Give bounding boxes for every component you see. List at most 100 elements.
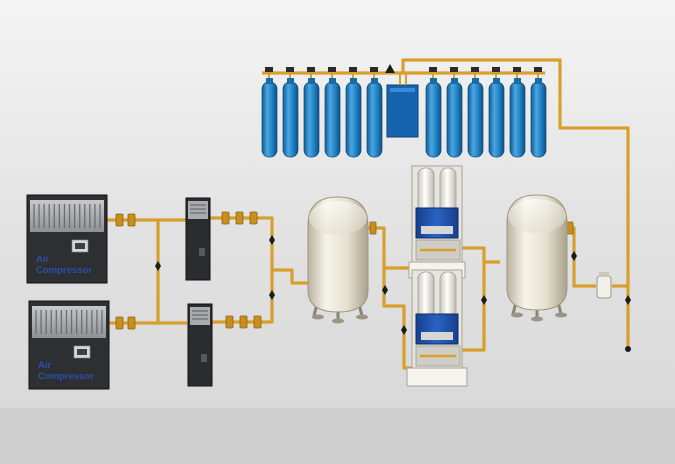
filter-fitting xyxy=(127,316,136,330)
psa-generator-lower xyxy=(406,269,468,387)
cylinder-neck xyxy=(535,78,542,84)
oxygen-cylinder xyxy=(303,67,320,158)
cylinder-body xyxy=(345,81,362,158)
cylinder-neck xyxy=(472,78,479,84)
cylinder-neck xyxy=(266,78,273,84)
cylinder-body xyxy=(324,81,341,158)
cylinder-valve-icon xyxy=(513,67,521,72)
generator-skid xyxy=(406,367,468,387)
cylinder-neck xyxy=(287,78,294,84)
dryer-vent-lines xyxy=(190,204,206,214)
tank-foot xyxy=(511,312,523,318)
air-compressor-2: Air Compressor xyxy=(28,300,110,390)
cylinder-body xyxy=(488,81,505,158)
air-compressor-1: Air Compressor xyxy=(26,194,108,284)
cylinder-valve-icon xyxy=(328,67,336,72)
filter-fitting xyxy=(239,315,248,329)
dryer-switch xyxy=(199,248,205,256)
oxygen-tank-valve-icon xyxy=(571,251,577,261)
dryer-switch xyxy=(201,354,207,362)
oxygen-cylinder xyxy=(488,67,505,158)
oxygen-cylinder xyxy=(425,67,442,158)
compressor-label-line2: Compressor xyxy=(36,265,92,276)
tank-foot xyxy=(531,316,543,322)
filter-fitting xyxy=(127,213,136,227)
oxygen-cylinder xyxy=(282,67,299,158)
cylinder-neck xyxy=(430,78,437,84)
generator-panel xyxy=(421,332,453,340)
compressor-label-line2: Compressor xyxy=(38,371,94,382)
tank-foot xyxy=(356,314,368,320)
generator2-inlet-valve-icon xyxy=(401,325,407,335)
cylinder-valve-icon xyxy=(429,67,437,72)
filter-fitting xyxy=(253,315,262,329)
tank-foot xyxy=(312,314,324,320)
cylinder-neck xyxy=(308,78,315,84)
inline-filters xyxy=(115,211,574,330)
cylinder-valve-icon xyxy=(471,67,479,72)
oxygen-outlet-filter xyxy=(596,272,612,299)
air-dryer-1 xyxy=(185,197,211,281)
manifold-box-pipe xyxy=(399,73,407,85)
cylinder-body xyxy=(446,81,463,158)
oxygen-cylinder-bank xyxy=(261,67,547,158)
dryer-vent xyxy=(188,201,208,219)
pipe-valves xyxy=(155,235,631,352)
oxygen-cylinder xyxy=(446,67,463,158)
cylinder-body xyxy=(261,81,278,158)
dryer1-outlet-pipe xyxy=(210,216,308,285)
outlet-endpoint-icon xyxy=(625,346,631,352)
manifold-control-box xyxy=(386,84,419,138)
tank-foot xyxy=(555,312,567,318)
tank-dome-highlight xyxy=(508,199,566,233)
air-receiver-tank xyxy=(307,196,369,324)
crossover-valve-icon xyxy=(155,261,161,271)
manifold-valve-icon xyxy=(385,64,395,73)
cylinder-body xyxy=(425,81,442,158)
airtank-valve-icon xyxy=(382,285,388,295)
compressor-display xyxy=(77,349,87,355)
generator1-outlet-pipe xyxy=(458,246,500,264)
oxygen-cylinder xyxy=(509,67,526,158)
oxygen-outlet-line xyxy=(401,58,630,348)
manifold-box-highlight xyxy=(390,88,415,92)
cylinder-neck xyxy=(371,78,378,84)
cylinder-body xyxy=(303,81,320,158)
oxygen-cylinder xyxy=(345,67,362,158)
tank-fitting xyxy=(566,221,574,235)
filter-housing xyxy=(596,275,612,299)
dryer2-outlet-valve-icon xyxy=(269,290,275,300)
filter-fitting xyxy=(115,316,124,330)
tank-dome-highlight xyxy=(309,201,367,235)
dryer-vent xyxy=(190,307,210,325)
compressor-label-line1: Air xyxy=(38,360,52,371)
oxygen-cylinder xyxy=(324,67,341,158)
generator-panel xyxy=(421,226,453,234)
compressor-display xyxy=(75,243,85,249)
cylinder-neck xyxy=(493,78,500,84)
cylinder-body xyxy=(467,81,484,158)
cylinder-valve-icon xyxy=(492,67,500,72)
cylinder-valve-icon xyxy=(265,67,273,72)
oxygen-receiver-tank xyxy=(506,194,568,322)
cylinder-valve-icon xyxy=(286,67,294,72)
cylinder-valve-icon xyxy=(450,67,458,72)
filter-fitting xyxy=(115,213,124,227)
outlet-valve-icon xyxy=(625,295,631,305)
cylinder-body xyxy=(366,81,383,158)
oxygen-cylinder xyxy=(530,67,547,158)
compressor-grille xyxy=(30,200,104,232)
filter-cap xyxy=(599,272,609,277)
air-dryer-2 xyxy=(187,303,213,387)
cylinder-neck xyxy=(451,78,458,84)
cylinder-body xyxy=(530,81,547,158)
filter-fitting xyxy=(235,211,244,225)
oxygen-cylinder xyxy=(366,67,383,158)
tank-foot xyxy=(332,318,344,324)
psa-generator-upper xyxy=(408,165,466,279)
cylinder-body xyxy=(282,81,299,158)
cylinder-neck xyxy=(350,78,357,84)
compressor-label-line1: Air xyxy=(36,254,50,265)
